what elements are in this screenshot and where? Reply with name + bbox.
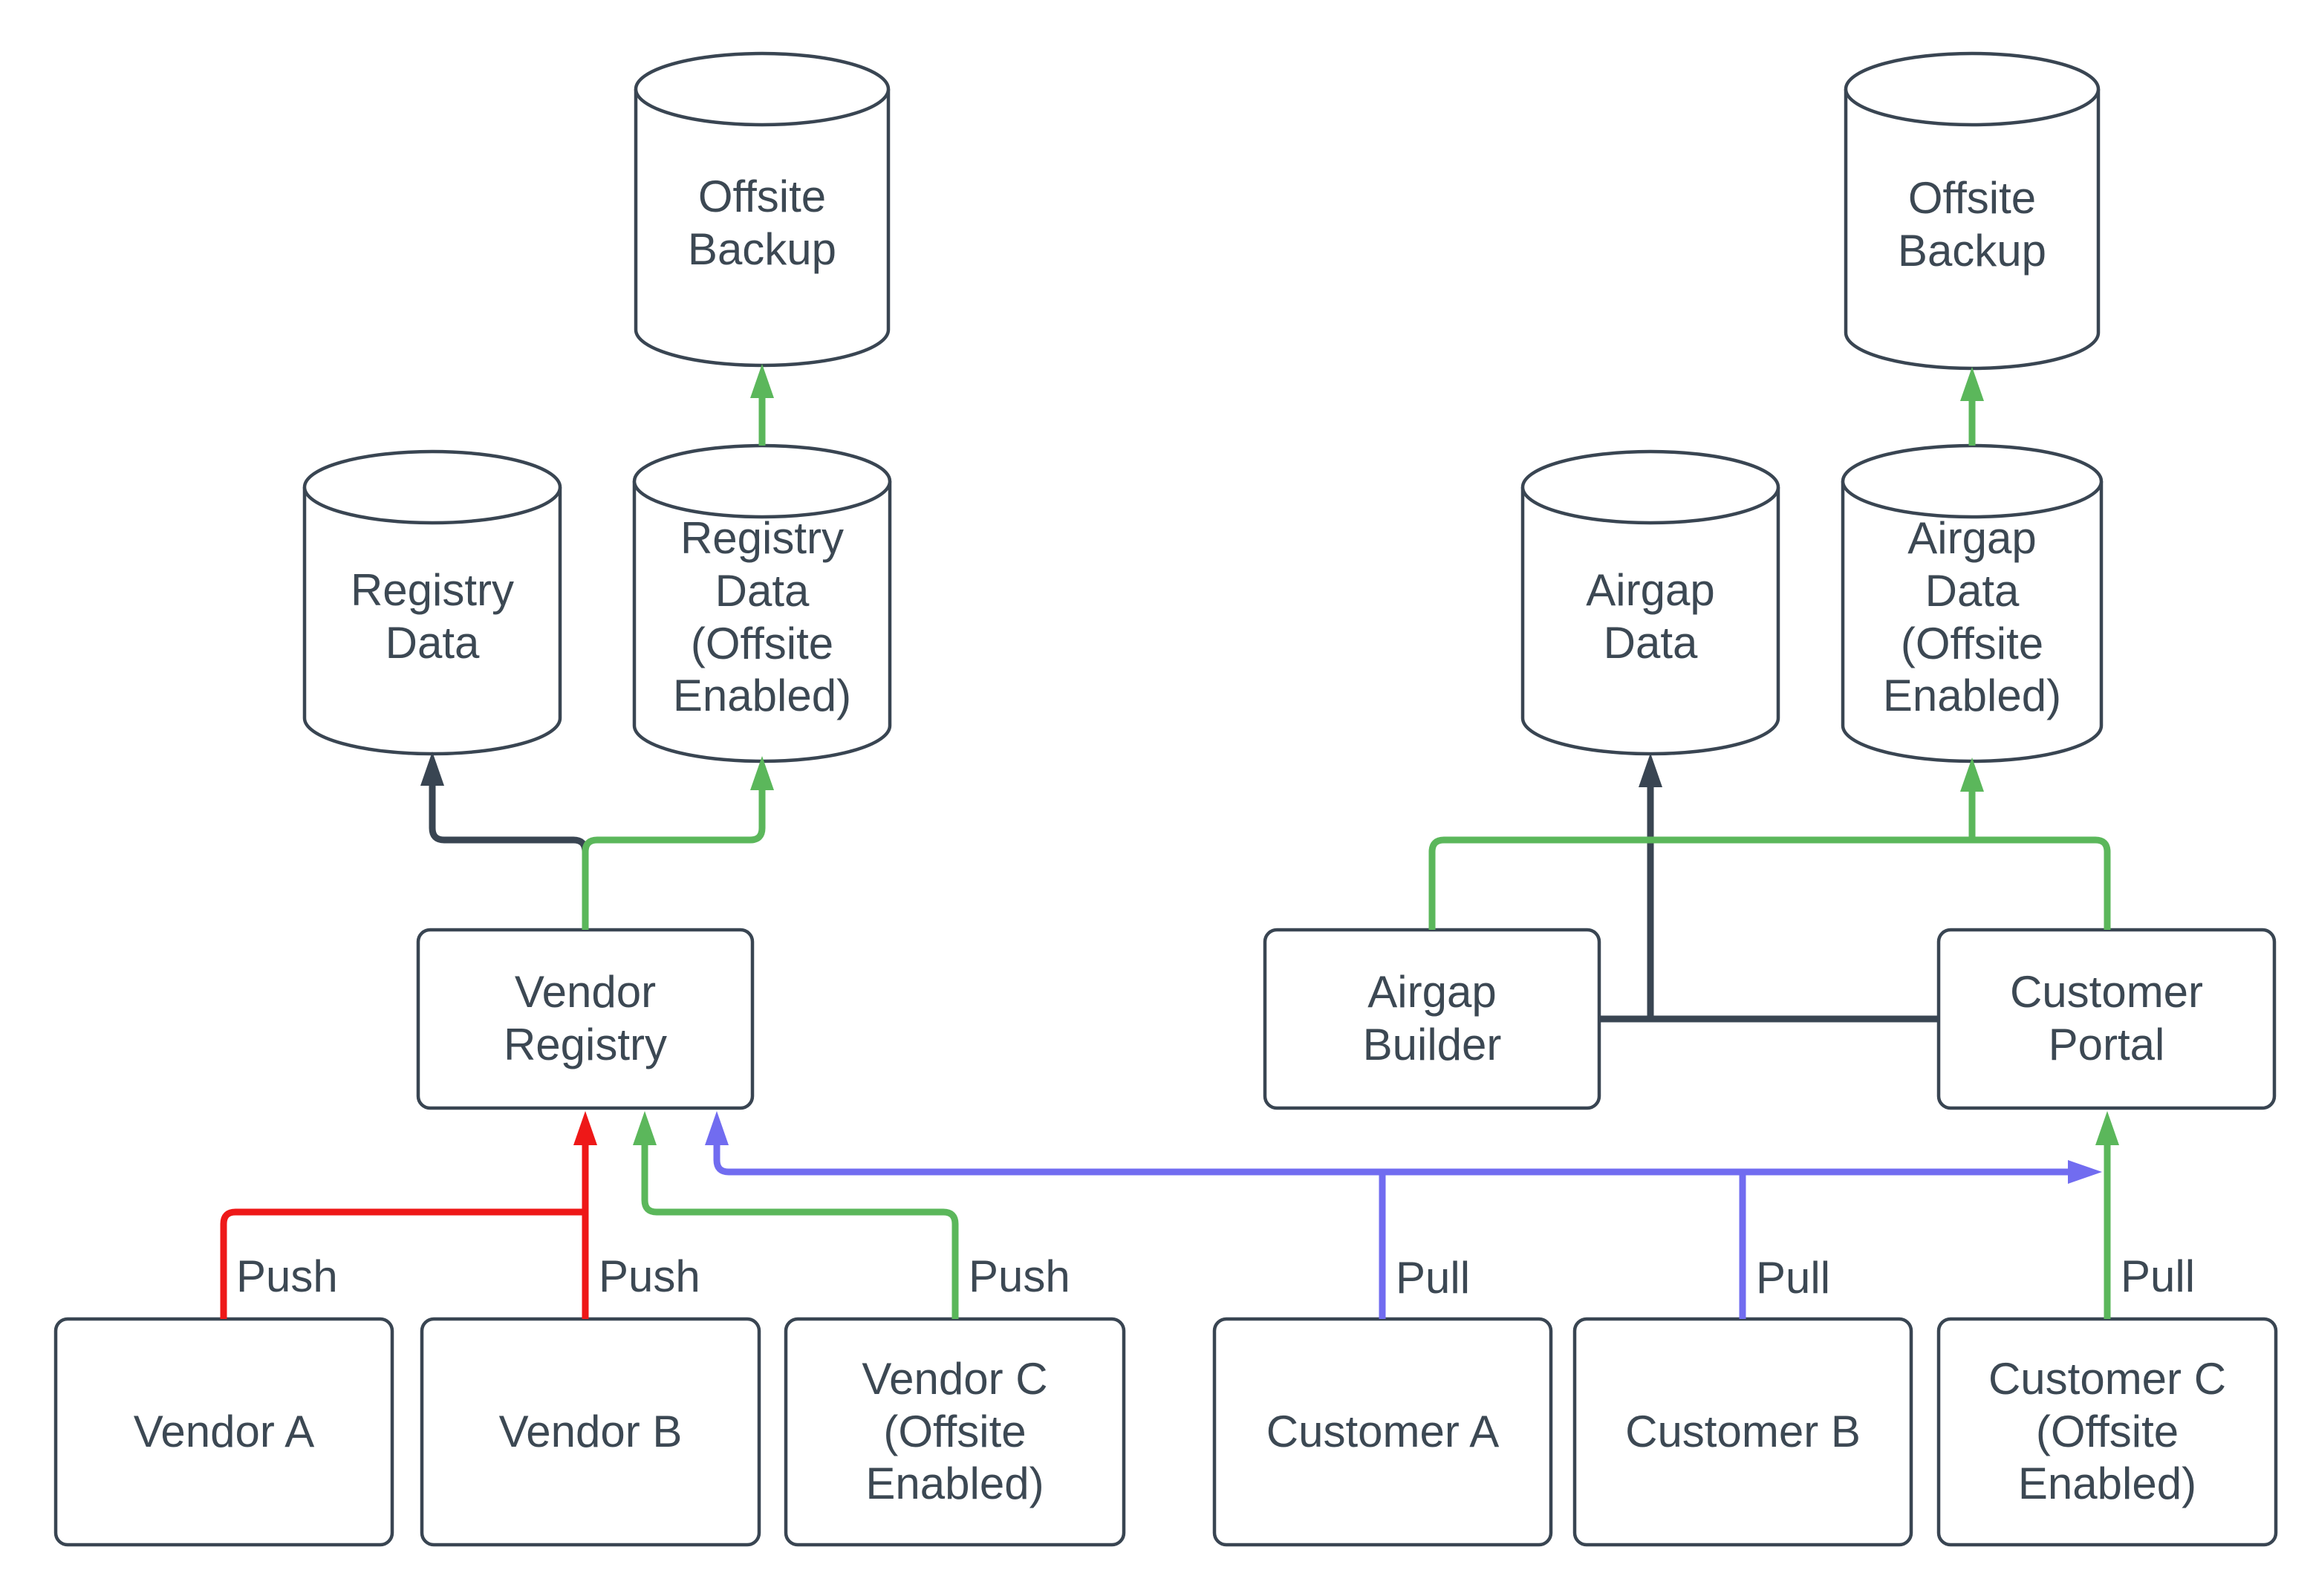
- cylinder-registry-data-offsite: [632, 443, 892, 763]
- arrowhead-into-offsite-backup-left: [750, 364, 774, 398]
- cylinder-airgap-data-offsite: [1841, 443, 2104, 763]
- cylinder-top: [634, 51, 891, 127]
- cylinder-offsite-backup-right: [1844, 51, 2101, 371]
- cylinder-body: [1844, 89, 2101, 371]
- edge-builder-portal-green-trunk: [1428, 836, 2111, 930]
- arrowhead-into-airgap-data-offsite: [1960, 758, 1984, 792]
- edge-vendor-a-push: [220, 1208, 585, 1319]
- cylinder-registry-data: [302, 449, 562, 756]
- cylinder-body: [1841, 481, 2104, 763]
- edge-arrowheads: [420, 364, 2119, 1184]
- cylinder-body: [1520, 487, 1780, 756]
- cylinder-top: [302, 449, 562, 525]
- box-customer-b: [1572, 1317, 1913, 1547]
- edge-customers-pull-trunk: [713, 1145, 2068, 1176]
- box-customer-portal: [1936, 928, 2277, 1110]
- cylinder-body: [632, 481, 892, 763]
- cylinder-top: [1844, 51, 2101, 127]
- arrowhead-green-into-vendor-registry: [633, 1111, 657, 1145]
- arrowhead-into-airgap-data: [1639, 753, 1662, 787]
- arrowhead-blue-into-vendor-registry: [705, 1111, 729, 1145]
- cylinder-body: [634, 89, 891, 368]
- box-customer-a: [1212, 1317, 1553, 1547]
- arrowhead-into-registry-data: [420, 752, 444, 786]
- cylinder-top: [1520, 449, 1780, 525]
- arrowhead-red-into-vendor-registry: [573, 1111, 597, 1145]
- cylinder-body: [302, 487, 562, 756]
- box-vendor-b: [420, 1317, 761, 1547]
- edge-lines: [220, 398, 2111, 1319]
- box-vendor-a: [53, 1317, 394, 1547]
- cylinder-airgap-data: [1520, 449, 1780, 756]
- arrowhead-blue-right-end: [2068, 1160, 2102, 1184]
- arrowhead-into-offsite-backup-right: [1960, 367, 1984, 401]
- box-vendor-registry: [416, 928, 755, 1110]
- box-customer-c: [1936, 1317, 2278, 1547]
- node-shapes: [53, 51, 2278, 1547]
- edge-vendor-c-push: [641, 1145, 959, 1319]
- cylinder-top: [1841, 443, 2104, 519]
- cylinder-top: [632, 443, 892, 519]
- arrowhead-into-registry-data-offsite: [750, 756, 774, 790]
- edge-vendor-registry-to-registry-data: [429, 786, 589, 930]
- cylinder-offsite-backup-left: [634, 51, 891, 368]
- edge-vendor-registry-to-registry-data-offsite: [582, 790, 766, 930]
- box-airgap-builder: [1263, 928, 1601, 1110]
- box-vendor-c: [784, 1317, 1126, 1547]
- arrowhead-green-into-customer-portal: [2095, 1111, 2119, 1145]
